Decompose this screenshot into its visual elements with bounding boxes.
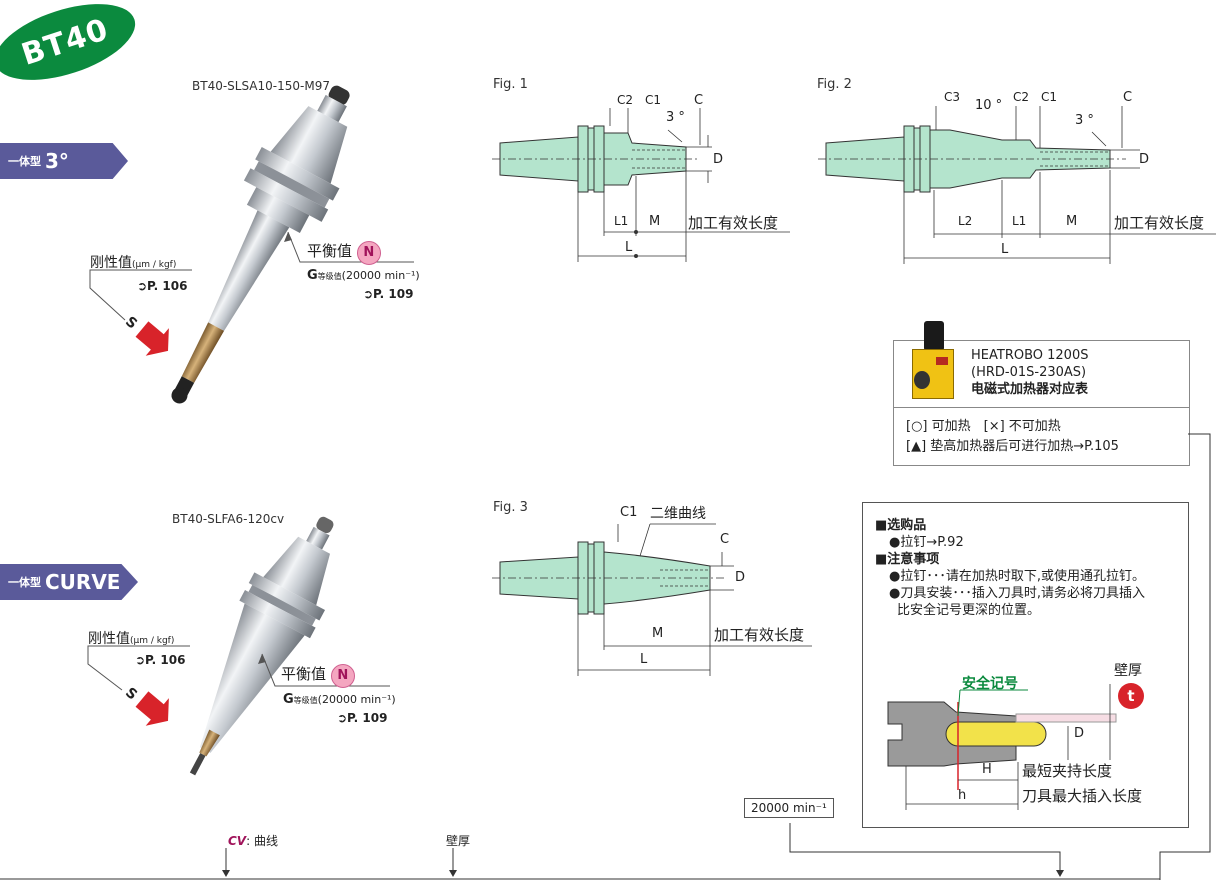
fig3-curve-label: 二维曲线 [650,506,706,522]
fig2-l: L [1001,242,1009,257]
footer-wall-label: 壁厚 [446,834,471,848]
heatrobo-image [906,321,958,401]
rigidity-label-1: 刚性值(μm / kgf) [90,255,177,271]
fig2-m: M [1066,214,1078,229]
fig3-title: Fig. 3 [493,500,528,515]
notes-pull-stud-ref[interactable]: ●拉钉→P.92 [889,535,964,550]
notes-caution-2: ●刀具安装･･･插入刀具时,请务必将刀具插入 [889,586,1145,601]
heatrobo-title: 电磁式加热器对应表 [971,382,1089,397]
fig1-c1: C1 [645,93,662,107]
bt40-badge-text: BT40 [17,11,113,73]
fig2-effective-length: 加工有效长度 [1114,214,1205,232]
fig1-c: C [694,93,704,108]
diagram-small-h-label: h [958,788,967,803]
model-name-1: BT40-SLSA10-150-M97 [192,79,330,93]
tag-curve: 一体型 CURVE [0,564,138,600]
heatrobo-legend-2: [▲] 垫高加热器后可进行加热→P.105 [906,439,1119,454]
fig2-c1: C1 [1041,90,1058,104]
wall-thickness-badge: t [1118,683,1144,709]
wall-thickness-label: 壁厚 [1114,663,1142,679]
grade-label-2: G等级值(20000 min⁻¹) [283,692,396,707]
heatrobo-model: HEATROBO 1200S [971,348,1089,363]
max-insert-length-label: 刀具最大插入长度 [1022,787,1143,805]
fig2-c3: C3 [944,90,961,104]
fig1-title: Fig. 1 [493,77,528,92]
fig2-l1: L1 [1012,214,1027,228]
fig1-effective-length: 加工有效长度 [688,214,779,232]
fig1-l1: L1 [614,214,629,228]
fig2-title: Fig. 2 [817,77,852,92]
fig2-c: C [1123,90,1133,105]
balance-badge-1: N [356,241,381,265]
fig2-l2: L2 [958,214,973,228]
safety-mark-label: 安全记号 [962,676,1018,692]
fig3-effective-length: 加工有效长度 [714,626,805,644]
fig3-c1: C1 [620,505,638,520]
notes-caution-2-cont: 比安全记号更深的位置。 [897,603,1041,618]
diagram-h-label: H [982,762,992,777]
heatrobo-legend-1: [○] 可加热 [×] 不可加热 [906,419,1061,434]
fig1-m: M [649,214,661,229]
balance-label-1: 平衡值 N [307,240,381,265]
s-mark-2: S [122,684,141,704]
grade-ref-link-1[interactable]: ➲P. 109 [363,287,414,301]
fig3-l: L [640,652,648,667]
min-clamp-length-label: 最短夹持长度 [1022,762,1113,780]
notes-heading-options: ■选购品 [875,518,927,533]
notes-heading-cautions: ■注意事项 [875,552,940,567]
s-mark-1: S [122,313,141,333]
footer-cv-legend: CV: 曲线 [228,834,278,848]
tag-3deg: 一体型 3° [0,143,128,179]
notes-box: ■选购品 ●拉钉→P.92 ■注意事项 ●拉钉･･･请在加热时取下,或使用通孔拉… [862,502,1189,828]
cv-mark: CV [228,834,247,848]
fig2-c2: C2 [1013,90,1030,104]
fig2-angle2: 3 ° [1075,113,1094,128]
rigidity-ref-link-2[interactable]: ➲P. 106 [135,653,186,667]
fig2-angle1: 10 ° [975,98,1003,113]
fig1-c2: C2 [617,93,634,107]
rpm-box: 20000 min⁻¹ [744,798,834,818]
fig3-d: D [735,570,746,585]
notes-caution-1: ●拉钉･･･请在加热时取下,或使用通孔拉钉。 [889,569,1145,584]
diagram-d-label: D [1074,726,1085,741]
fig1-angle: 3 ° [666,110,685,125]
fig1-d: D [713,152,724,167]
fig1-l: L [625,240,633,255]
rigidity-ref-link-1[interactable]: ➲P. 106 [137,279,188,293]
fig2-d: D [1139,152,1150,167]
fig3-c: C [720,532,730,547]
bt40-badge: BT40 [0,0,145,95]
balance-label-2: 平衡值 N [281,663,355,688]
fig3-m: M [652,626,664,641]
model-name-2: BT40-SLFA6-120cv [172,512,285,526]
rigidity-label-2: 刚性值(μm / kgf) [88,631,175,647]
balance-badge-2: N [330,664,355,688]
heatrobo-code: (HRD-01S-230AS) [971,365,1087,380]
grade-label-1: G等级值(20000 min⁻¹) [307,268,420,283]
grade-ref-link-2[interactable]: ➲P. 109 [337,711,388,725]
heatrobo-box: HEATROBO 1200S (HRD-01S-230AS) 电磁式加热器对应表… [893,321,1190,466]
